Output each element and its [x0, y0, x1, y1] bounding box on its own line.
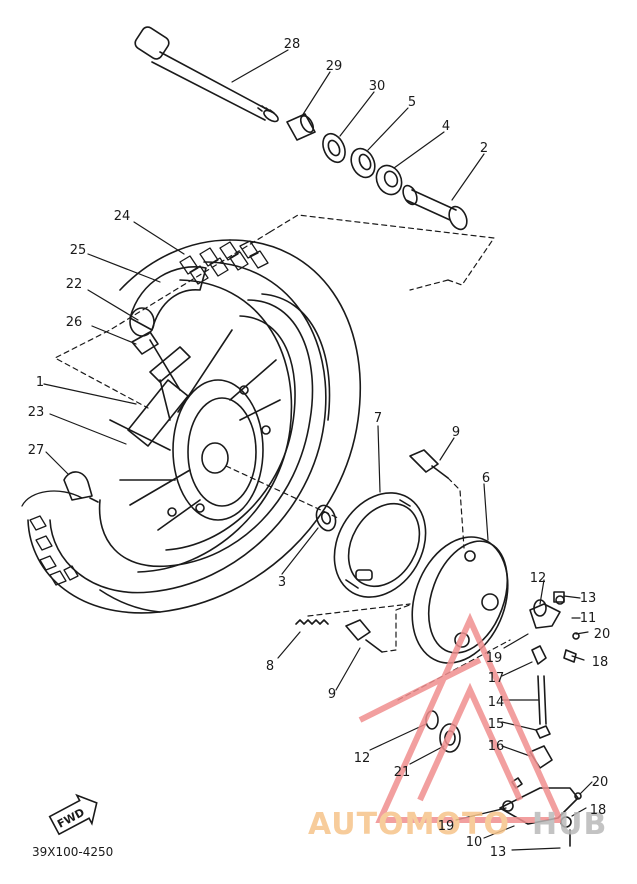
callout-5: 5: [408, 95, 416, 110]
fwd-arrow-badge: FWD: [48, 793, 98, 836]
callout-9-bottom: 9: [328, 687, 336, 702]
cam-shaft: [345, 603, 413, 653]
callout-25: 25: [70, 243, 87, 258]
callout-22: 22: [66, 277, 83, 292]
watermark-text-automoto: AUTOMOTO: [308, 807, 510, 842]
callout-1: 1: [36, 375, 44, 390]
spacer-flange: [402, 184, 468, 231]
callout-9-top: 9: [452, 425, 460, 440]
callout-30: 30: [369, 79, 386, 94]
brake-shoes: [333, 492, 427, 598]
watermark-text-hub: HUB: [532, 807, 607, 842]
callout-17: 17: [488, 671, 505, 686]
callout-19-bottom: 19: [438, 819, 455, 834]
callout-18-top: 18: [592, 655, 609, 670]
hub-bearing: [315, 504, 337, 532]
callout-8: 8: [266, 659, 274, 674]
callout-14: 14: [488, 695, 505, 710]
callout-leaders: [43, 49, 593, 851]
callout-13-bottom: 13: [490, 845, 507, 860]
callout-24: 24: [114, 209, 131, 224]
callout-18-bottom: 18: [590, 803, 607, 818]
balance-weight: [63, 471, 99, 503]
spacer: [375, 164, 403, 196]
callout-21: 21: [394, 765, 411, 780]
callout-7: 7: [374, 411, 382, 426]
callout-6: 6: [482, 471, 490, 486]
callout-3: 3: [278, 575, 286, 590]
automotohub-watermark: AUTOMOTO HUB: [308, 612, 607, 842]
callout-16: 16: [488, 739, 505, 754]
callout-11: 11: [580, 611, 597, 626]
tire: [27, 239, 362, 614]
drawing-code: 39X100-4250: [32, 845, 113, 859]
callout-12-top: 12: [530, 571, 547, 586]
callout-20-bottom: 20: [592, 775, 609, 790]
callout-2: 2: [480, 141, 488, 156]
callout-15: 15: [488, 717, 505, 732]
callout-27: 27: [28, 443, 45, 458]
front-axle: [134, 26, 279, 123]
callout-4: 4: [442, 119, 450, 134]
callout-19-top: 19: [486, 651, 503, 666]
valve-stem: [131, 331, 159, 355]
watermark-triangle-logo: [358, 612, 565, 823]
callout-26: 26: [66, 315, 83, 330]
callout-10: 10: [466, 835, 483, 850]
callout-13-top: 13: [580, 591, 597, 606]
callout-23: 23: [28, 405, 45, 420]
tire-tread: [21, 240, 269, 586]
axle-collar: [286, 113, 316, 141]
rim-band: [129, 266, 207, 337]
bearing-1: [350, 147, 376, 179]
oil-seal: [322, 132, 346, 164]
panel-bolt-top: [409, 449, 465, 549]
callout-12-bottom: 12: [354, 751, 371, 766]
brake-shoe-spring: [295, 603, 411, 625]
hub-and-spokes: [109, 329, 281, 531]
callout-29: 29: [326, 59, 343, 74]
rim: [98, 293, 331, 568]
callout-20-top: 20: [594, 627, 611, 642]
brake-panel: [411, 536, 509, 664]
callout-28: 28: [284, 37, 301, 52]
